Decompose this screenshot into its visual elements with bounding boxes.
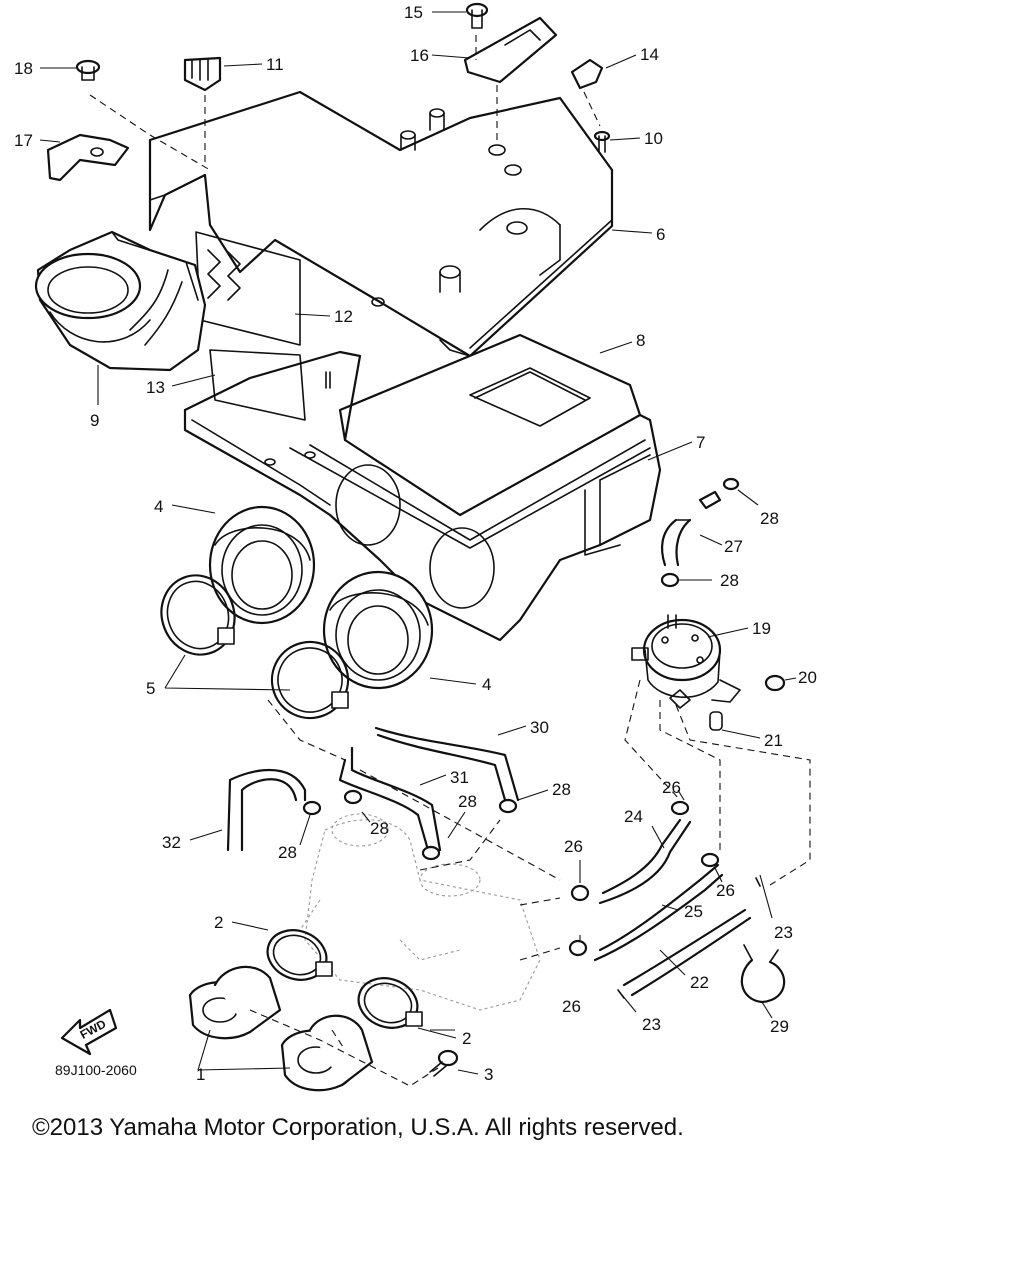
carburetor-bands (266, 929, 423, 1029)
callout: 11 (266, 55, 284, 74)
callout: 23 (774, 923, 793, 942)
callout: 28 (552, 780, 571, 799)
hose-band-right (270, 640, 350, 720)
callout: 20 (798, 668, 817, 687)
callout: 23 (642, 1015, 661, 1034)
callout: 21 (764, 731, 783, 750)
callout: 8 (636, 331, 645, 350)
part-code: 89J100-2060 (55, 1062, 137, 1078)
callout: 30 (530, 718, 549, 737)
assembly-lines (89, 35, 811, 1087)
callout: 7 (696, 433, 705, 452)
callout: 19 (752, 619, 771, 638)
callout: 3 (484, 1065, 493, 1084)
callout: 1 (196, 1065, 205, 1084)
callout: 26 (564, 837, 583, 856)
callout: 12 (334, 307, 353, 326)
callout: 4 (154, 497, 163, 516)
carburetor-phantom (299, 813, 541, 1011)
parts-diagram: FWD 89J100-2060 1 2 2 2 3 4 4 5 6 7 8 9 … (14, 2, 817, 1092)
callout: 2 (214, 913, 223, 932)
callout: 24 (624, 807, 643, 826)
air-filter-element (195, 231, 306, 421)
hose-band-left (160, 574, 236, 656)
vent-hoses (226, 726, 520, 861)
callout: 28 (370, 819, 389, 838)
fwd-arrow-icon: FWD (60, 1008, 118, 1056)
callout: 32 (162, 833, 181, 852)
callout: 6 (656, 225, 665, 244)
callout: 15 (404, 3, 423, 22)
callout: 28 (278, 843, 297, 862)
callout: 27 (724, 537, 743, 556)
callout: 29 (770, 1017, 789, 1036)
air-box-case (183, 350, 662, 642)
air-intake-duct (34, 230, 207, 372)
callout: 26 (662, 778, 681, 797)
screw-3 (429, 1049, 459, 1077)
callout: 14 (640, 45, 659, 64)
callout: 26 (716, 881, 735, 900)
callout: 5 (146, 679, 155, 698)
air-box-cover (148, 90, 614, 358)
callout: 16 (410, 46, 429, 65)
callout: 9 (90, 411, 99, 430)
callout: 2 (462, 1029, 471, 1048)
callout: 31 (450, 768, 469, 787)
callout: 28 (458, 792, 477, 811)
callout-numbers: 1 2 2 2 3 4 4 5 6 7 8 9 10 11 12 13 14 1… (14, 3, 817, 1084)
callout: 26 (562, 997, 581, 1016)
callout: 17 (14, 131, 33, 150)
callout: 18 (14, 59, 33, 78)
air-box-tray (338, 333, 642, 517)
fuel-pump (631, 614, 741, 709)
carburetor-joint-left (208, 505, 316, 625)
callout: 28 (760, 509, 779, 528)
carburetor-joint-manifolds (188, 965, 374, 1092)
fuel-hoses (568, 800, 761, 999)
leader-lines (39, 11, 797, 1075)
callout: 10 (644, 129, 663, 148)
callout: 22 (690, 973, 709, 992)
callout: 4 (482, 675, 491, 694)
callout: 25 (684, 902, 703, 921)
callout: 13 (146, 378, 165, 397)
carburetor-joint-right (322, 570, 434, 690)
hardware-top (46, 2, 611, 182)
callout: 28 (720, 571, 739, 590)
copyright-notice: ©2013 Yamaha Motor Corporation, U.S.A. A… (32, 1114, 684, 1141)
